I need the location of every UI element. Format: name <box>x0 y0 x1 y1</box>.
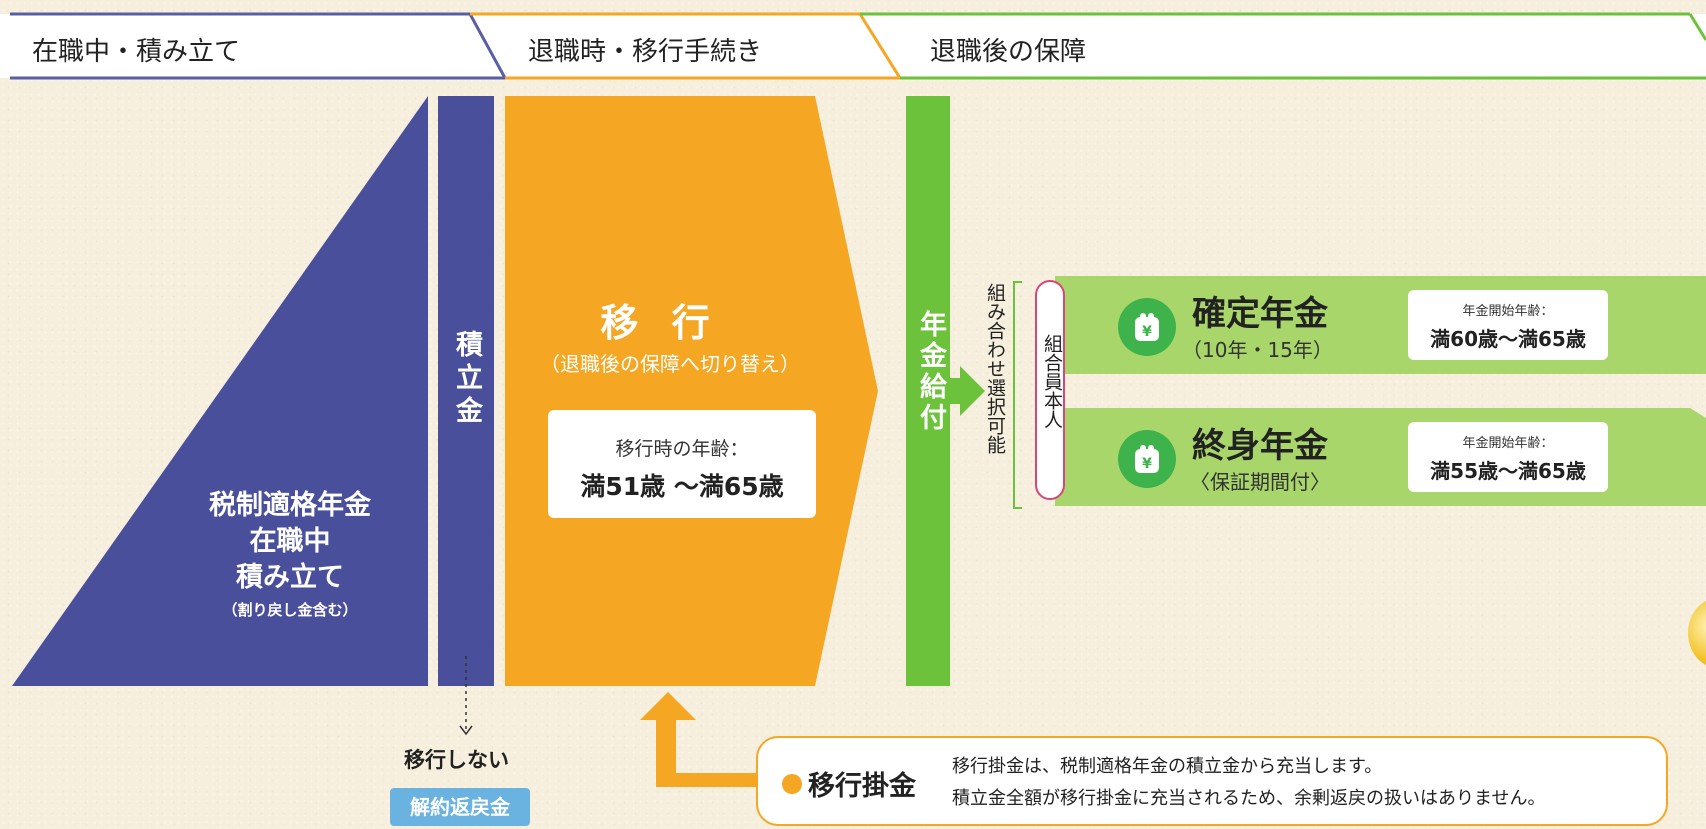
phase-header <box>0 12 1706 80</box>
option-lifetime-age-label: 年金開始年齢： <box>1462 436 1554 451</box>
combination-note: 組み合わせ選択可能 <box>984 283 1006 454</box>
option-lifetime-age-range: 満55歳～満65歳 <box>1430 459 1586 483</box>
tax-pension-text: 税制適格年金 在職中 積み立て （割り戻し金含む） <box>150 488 430 624</box>
no-transfer-label: 移行しない <box>404 748 509 772</box>
premium-arrow <box>640 692 756 787</box>
transfer-premium-line1: 移行掛金は、税制適格年金の積立金から充当します。 <box>952 756 1383 777</box>
tax-pension-triangle <box>12 96 428 686</box>
tax-pension-line2: 在職中 <box>249 526 331 557</box>
bullet-dot-icon <box>782 774 802 794</box>
arrow-right-icon <box>950 366 985 416</box>
yen-purse-icon: ¥ <box>1118 430 1176 488</box>
tax-pension-sub: （割り戻し金含む） <box>222 601 358 619</box>
option-fixed-age-box: 年金開始年齢： 満60歳～満65歳 <box>1408 290 1608 360</box>
surrender-refund-badge: 解約返戻金 <box>390 788 530 826</box>
transfer-age-label: 移行時の年齢： <box>615 438 749 460</box>
pension-payment-label: 年金給付 <box>915 310 946 434</box>
transfer-premium-title: 移行掛金 <box>808 771 916 802</box>
phase-post-retirement-label: 退職後の保障 <box>930 37 1087 67</box>
option-lifetime-age-box: 年金開始年齢： 満55歳～満65歳 <box>1408 422 1608 492</box>
svg-text:¥: ¥ <box>1142 456 1152 472</box>
option-lifetime-name: 終身年金 <box>1192 426 1328 466</box>
transfer-premium-line2: 積立金全額が移行掛金に充当されるため、余剰返戻の扱いはありません。 <box>952 788 1546 809</box>
arrow-down-icon <box>459 725 473 736</box>
option-fixed-name: 確定年金 <box>1192 294 1328 334</box>
option-lifetime-sub: 〈保証期間付〉 <box>1190 470 1330 494</box>
transfer-title: 移 行 <box>600 301 720 345</box>
yen-purse-icon: ¥ <box>1118 298 1176 356</box>
pension-payment-bar <box>906 96 950 686</box>
member-self-pill: 組合員本人 <box>1035 280 1065 500</box>
phase-transfer-label: 退職時・移行手続き <box>528 37 763 67</box>
transfer-premium-box: 移行掛金 移行掛金は、税制適格年金の積立金から充当します。 積立金全額が移行掛金… <box>756 736 1668 826</box>
option-fixed-age-label: 年金開始年齢： <box>1462 304 1554 319</box>
option-fixed-sub: （10年・15年） <box>1182 338 1333 362</box>
transfer-subtitle: （退職後の保障へ切り替え） <box>540 352 800 376</box>
svg-text:¥: ¥ <box>1142 324 1152 340</box>
transfer-age-box: 移行時の年齢： 満51歳 ～満65歳 <box>548 410 816 518</box>
phase-accumulation-label: 在職中・積み立て <box>32 37 241 67</box>
combination-bracket <box>1013 281 1022 509</box>
tax-pension-line1: 税制適格年金 <box>209 490 371 521</box>
tax-pension-line3: 積み立て <box>236 562 344 593</box>
coin-icon <box>1688 598 1706 668</box>
transfer-block-shape <box>505 96 878 686</box>
option-fixed-age-range: 満60歳～満65歳 <box>1430 327 1586 351</box>
member-self-label: 組合員本人 <box>1041 334 1063 429</box>
reserve-label: 積立金 <box>451 330 482 429</box>
transfer-age-range: 満51歳 ～満65歳 <box>580 472 784 501</box>
reserve-bar <box>438 96 494 686</box>
